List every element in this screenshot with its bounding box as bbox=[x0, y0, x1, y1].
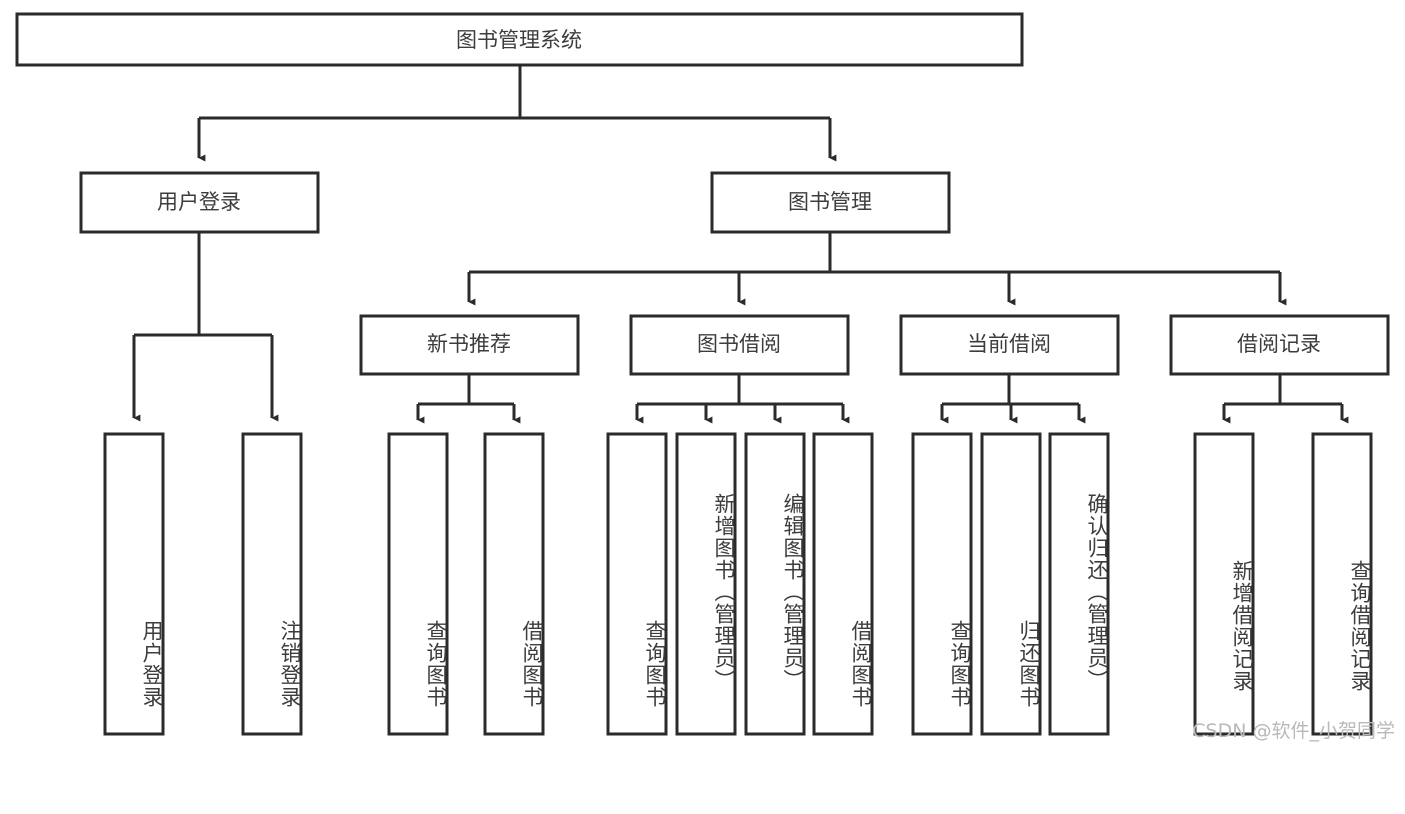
node-label-new-book-rec: 新书推荐 bbox=[427, 332, 511, 356]
connector-group-new-book-rec bbox=[416, 374, 521, 424]
node-label-current-borrow: 当前借阅 bbox=[967, 332, 1051, 356]
leaf-box-borrow-book-1[interactable] bbox=[483, 432, 545, 736]
leaf-box-query-book-3[interactable] bbox=[911, 432, 973, 736]
connector-group-root bbox=[197, 65, 837, 162]
node-borrow-record[interactable]: 借阅记录 bbox=[1169, 314, 1390, 376]
leaf-rect-group bbox=[103, 432, 1373, 736]
leaf-box-return-book[interactable] bbox=[980, 432, 1042, 736]
connector-group-borrow-record bbox=[1222, 374, 1349, 424]
csdn-watermark: CSDN @软件_小贺同学 bbox=[1192, 720, 1395, 742]
leaf-box-borrow-book-2[interactable] bbox=[812, 432, 874, 736]
node-title-system[interactable]: 图书管理系统 bbox=[15, 12, 1024, 67]
node-label-borrow-record: 借阅记录 bbox=[1237, 332, 1321, 356]
node-book-borrow[interactable]: 图书借阅 bbox=[629, 314, 850, 376]
connector-group-book-manage bbox=[467, 232, 1287, 306]
node-user-login[interactable]: 用户登录 bbox=[79, 171, 320, 234]
node-new-book-rec[interactable]: 新书推荐 bbox=[359, 314, 580, 376]
leaf-box-confirm-return[interactable] bbox=[1048, 432, 1110, 736]
leaf-box-query-book-2[interactable] bbox=[606, 432, 668, 736]
node-label-book-borrow: 图书借阅 bbox=[697, 332, 781, 356]
leaf-box-query-record[interactable] bbox=[1311, 432, 1373, 736]
node-label-book-manage: 图书管理 bbox=[788, 190, 872, 214]
leaf-box-user-login[interactable] bbox=[103, 432, 165, 736]
leaf-box-query-book-1[interactable] bbox=[387, 432, 449, 736]
diagram-canvas: 图书管理系统 用户登录 图书管理 新书推荐 图书借阅 当前借阅 借阅记录 bbox=[15, 12, 1395, 742]
leaf-box-add-record[interactable] bbox=[1193, 432, 1255, 736]
leaf-box-logout-login[interactable] bbox=[241, 432, 303, 736]
flow-chart-svg: 图书管理系统 用户登录 图书管理 新书推荐 图书借阅 当前借阅 借阅记录 bbox=[15, 12, 1390, 736]
node-book-manage[interactable]: 图书管理 bbox=[710, 171, 951, 234]
node-label-title-system: 图书管理系统 bbox=[456, 28, 582, 52]
leaf-box-edit-book[interactable] bbox=[744, 432, 806, 736]
connector-group-current-borrow bbox=[940, 374, 1086, 424]
leaf-box-add-book[interactable] bbox=[675, 432, 737, 736]
connector-group-user-login bbox=[132, 232, 279, 422]
connector-group-book-borrow bbox=[635, 374, 850, 424]
node-label-user-login: 用户登录 bbox=[157, 190, 241, 214]
node-current-borrow[interactable]: 当前借阅 bbox=[899, 314, 1120, 376]
